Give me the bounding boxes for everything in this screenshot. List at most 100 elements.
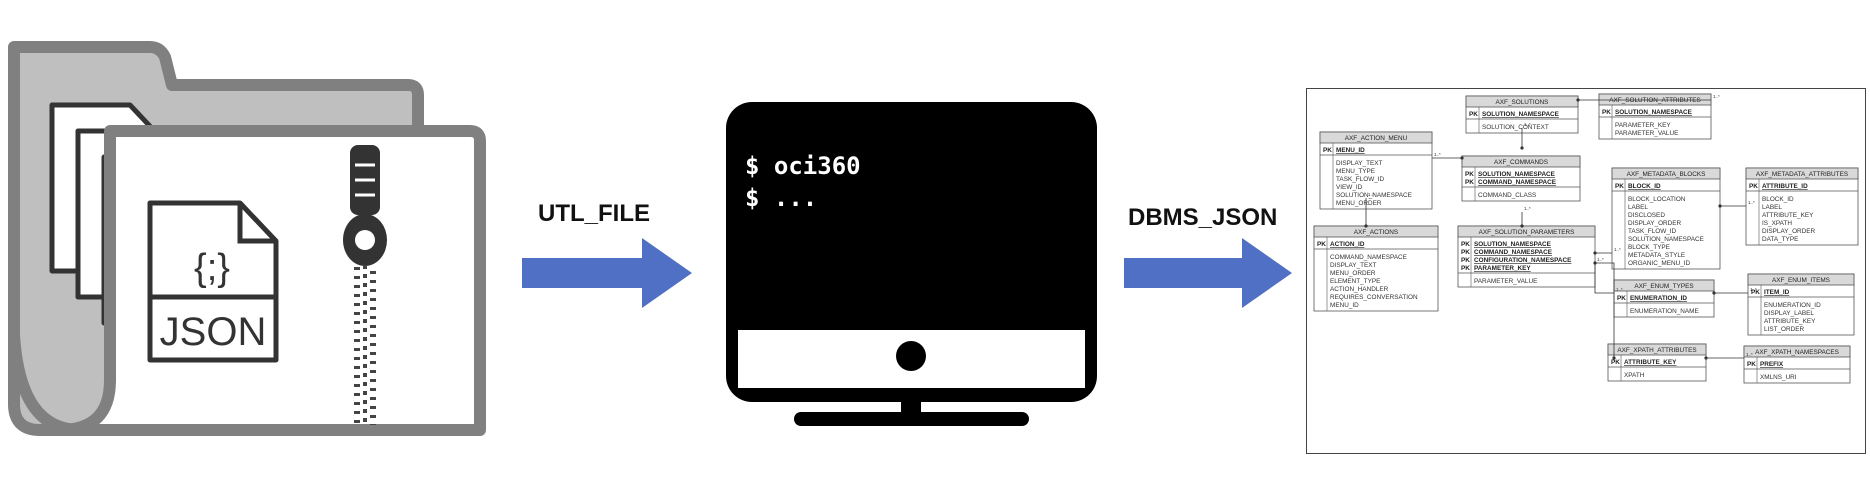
erd-field: LIST_ORDER — [1764, 326, 1805, 333]
erd-field: ACTION_HANDLER — [1330, 286, 1389, 293]
erd-table — [1745, 167, 1859, 246]
erd-table-header — [1319, 131, 1433, 144]
erd-arrowhead — [1364, 224, 1368, 228]
erd-pk-marker: PK — [1747, 361, 1756, 368]
erd-table-title: AXF_ENUM_TYPES — [1634, 283, 1693, 290]
erd-field: PARAMETER_VALUE — [1615, 130, 1678, 137]
erd-pk-marker: PK — [1323, 147, 1332, 154]
erd-cardinality: 1..* — [1434, 152, 1441, 157]
erd-field: PARAMETER_KEY — [1615, 122, 1671, 129]
erd-field: DATA_TYPE — [1762, 236, 1798, 243]
erd-key-field: ITEM_ID — [1764, 289, 1790, 296]
erd-pk-marker: PK — [1749, 183, 1758, 190]
erd-table-title: AXF_COMMANDS — [1494, 159, 1548, 166]
erd-key-field: CONFIGURATION_NAMESPACE — [1474, 257, 1572, 264]
erd-arrowhead — [1576, 98, 1580, 102]
erd-field: COMMAND_CLASS — [1478, 192, 1536, 199]
erd-table-header — [1461, 155, 1581, 168]
erd-field: SOLUTION_CONTEXT — [1482, 124, 1549, 131]
erd-pk-marker: PK — [1461, 249, 1470, 256]
erd-field: TASK_FLOW_ID — [1336, 176, 1385, 183]
erd-arrowhead — [1704, 356, 1708, 360]
erd-table-title: AXF_ENUM_ITEMS — [1772, 277, 1830, 284]
erd-table-title: AXF_METADATA_ATTRIBUTES — [1756, 171, 1848, 178]
erd-key-field: PARAMETER_KEY — [1474, 265, 1531, 272]
erd-cardinality: 1..* — [1750, 287, 1757, 292]
erd-key-field: SOLUTION_NAMESPACE — [1478, 171, 1556, 178]
erd-cardinality: 1..* — [1524, 206, 1531, 211]
erd-arrowhead — [1520, 224, 1524, 228]
erd-table-title: AXF_METADATA_BLOCKS — [1627, 171, 1706, 178]
erd-arrowhead — [1520, 146, 1524, 150]
arrow-right-icon — [1124, 238, 1292, 308]
erd-table-title: AXF_XPATH_ATTRIBUTES — [1617, 347, 1696, 354]
erd-field: BLOCK_LOCATION — [1628, 196, 1686, 203]
erd-key-field: BLOCK_ID — [1628, 183, 1661, 190]
erd-field: MENU_ORDER — [1330, 270, 1376, 277]
erd-pk-marker: PK — [1465, 179, 1474, 186]
erd-field: METADATA_STYLE — [1628, 252, 1685, 259]
erd-table-title: AXF_ACTIONS — [1354, 229, 1398, 236]
erd-key-field: COMMAND_NAMESPACE — [1474, 249, 1553, 256]
erd-arrowhead — [1712, 291, 1716, 295]
erd-key-field: SOLUTION_NAMESPACE — [1482, 111, 1560, 118]
svg-text:{;}: {;} — [194, 247, 230, 289]
erd-table-header — [1743, 345, 1851, 358]
erd-table — [1319, 131, 1433, 210]
erd-cardinality: 1..* — [1748, 200, 1755, 205]
erd-table-title: AXF_SOLUTION_PARAMETERS — [1479, 229, 1575, 236]
erd-pk-marker: PK — [1751, 289, 1760, 296]
erd-pk-marker: PK — [1469, 111, 1478, 118]
erd-field: VIEW_ID — [1336, 184, 1363, 191]
erd-pk-marker: PK — [1615, 183, 1624, 190]
erd-key-field: PREFIX — [1760, 361, 1784, 368]
erd-field: XMLNS_URI — [1760, 374, 1797, 381]
erd-table-header — [1607, 343, 1707, 356]
erd-key-field: SOLUTION_NAMESPACE — [1615, 109, 1693, 116]
erd-key-field: ACTION_ID — [1330, 241, 1365, 248]
erd-field: ORGANIC_MENU_ID — [1628, 260, 1691, 267]
erd-cardinality: 1..* — [1616, 287, 1623, 292]
erd-pk-marker: PK — [1465, 171, 1474, 178]
dbms-json-label: DBMS_JSON — [1128, 204, 1278, 231]
erd-field: DISPLAY_ORDER — [1628, 220, 1682, 227]
erd-field: MENU_ID — [1330, 302, 1359, 309]
terminal-line: $ oci360 — [745, 152, 861, 180]
erd-field: ELEMENT_TYPE — [1330, 278, 1380, 285]
erd-table-title: AXF_XPATH_NAMESPACES — [1755, 349, 1839, 356]
erd-arrowhead — [1718, 204, 1722, 208]
erd-key-field: ATTRIBUTE_KEY — [1624, 359, 1677, 366]
erd-field: BLOCK_ID — [1762, 196, 1794, 203]
erd-field: DISPLAY_LABEL — [1764, 310, 1814, 317]
erd-field: ENUMERATION_ID — [1764, 302, 1821, 309]
erd-key-field: SOLUTION_NAMESPACE — [1474, 241, 1552, 248]
erd-pk-marker: PK — [1602, 109, 1611, 116]
erd-field: BLOCK_TYPE — [1628, 244, 1670, 251]
zip-folder-icon: {;} JSON — [8, 41, 486, 436]
erd-field: ATTRIBUTE_KEY — [1764, 318, 1816, 325]
erd-arrowhead — [1612, 356, 1616, 360]
erd-key-field: ATTRIBUTE_ID — [1762, 183, 1808, 190]
erd-pk-marker: PK — [1461, 265, 1470, 272]
utl-file-label: UTL_FILE — [538, 200, 650, 227]
erd-table-header — [1747, 273, 1855, 286]
erd-key-field: ENUMERATION_ID — [1630, 295, 1687, 302]
erd-field: TASK_FLOW_ID — [1628, 228, 1677, 235]
erd-cardinality: 1..* — [1597, 257, 1604, 262]
json-badge: JSON — [160, 310, 267, 354]
erd-field: MENU_ORDER — [1336, 200, 1382, 207]
erd-cardinality: 1..* — [1746, 352, 1753, 357]
terminal-screen: $ oci360 $ ... — [745, 150, 861, 214]
erd-table-title: AXF_SOLUTIONS — [1496, 99, 1549, 106]
erd-field: ATTRIBUTE_KEY — [1762, 212, 1814, 219]
erd-field: DISPLAY_TEXT — [1330, 262, 1377, 269]
erd-pk-marker: PK — [1611, 359, 1620, 366]
erd-table-header — [1598, 93, 1712, 106]
json-file-icon: {;} JSON — [147, 200, 279, 363]
erd-field: PARAMETER_VALUE — [1474, 278, 1537, 285]
erd-table — [1313, 225, 1439, 312]
erd-table-title: AXF_SOLUTION_ATTRIBUTES — [1609, 97, 1701, 104]
erd-field: ENUMERATION_NAME — [1630, 308, 1699, 315]
erd-table-header — [1611, 167, 1721, 180]
erd-field: COMMAND_NAMESPACE — [1330, 254, 1407, 261]
